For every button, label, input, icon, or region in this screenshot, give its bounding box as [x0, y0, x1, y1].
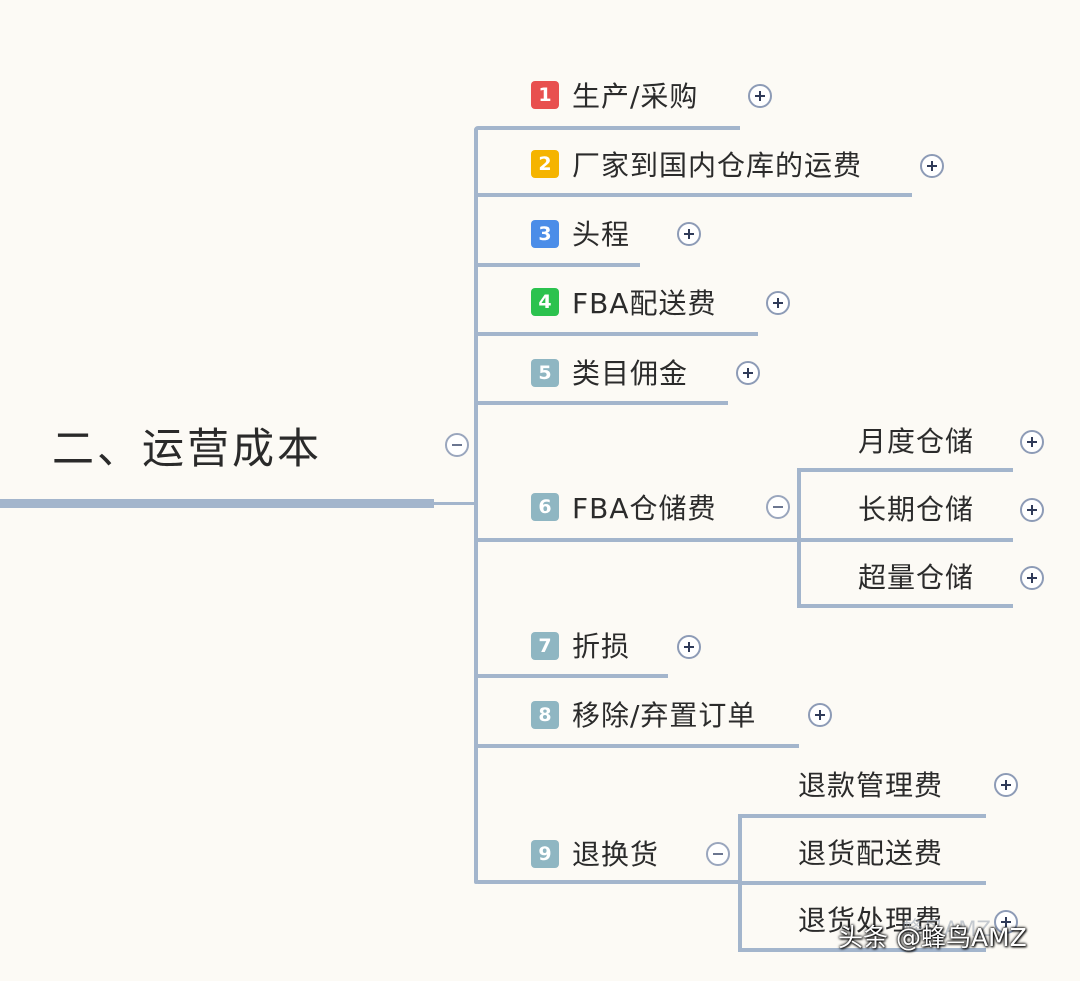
branch-2-underline	[474, 193, 912, 197]
priority-badge-6: 6	[531, 493, 559, 521]
branch-9-child-2-label[interactable]: 退货配送费	[798, 837, 944, 870]
branch-4-expand-icon[interactable]	[766, 291, 790, 315]
branch-5-label[interactable]: 类目佣金	[572, 357, 689, 390]
branch-1-underline	[474, 126, 740, 130]
branch-1-label[interactable]: 生产/采购	[572, 80, 699, 113]
branch-6-underline	[474, 538, 799, 542]
branch-5-underline	[474, 401, 728, 405]
branch-6-child-3-expand-icon[interactable]	[1020, 566, 1044, 590]
priority-badge-1: 1	[531, 81, 559, 109]
branch-6-child-2-underline	[797, 538, 1013, 542]
branch-9-child-3-expand-icon[interactable]	[994, 910, 1018, 934]
branch-7-label[interactable]: 折损	[572, 630, 631, 663]
branch-6-child-2-label[interactable]: 长期仓储	[858, 493, 975, 526]
priority-badge-3: 3	[531, 220, 559, 248]
branch-9-underline	[474, 880, 740, 884]
priority-badge-5: 5	[531, 359, 559, 387]
branch-3-expand-icon[interactable]	[677, 222, 701, 246]
branch-6-child-3-label[interactable]: 超量仓储	[858, 561, 975, 594]
branch-9-child-3-underline	[738, 948, 986, 952]
branch-9-collapse-icon[interactable]	[706, 842, 730, 866]
branch-2-label[interactable]: 厂家到国内仓库的运费	[572, 149, 863, 182]
priority-badge-9: 9	[531, 840, 559, 868]
priority-badge-4: 4	[531, 288, 559, 316]
branch-9-child-1-underline	[738, 814, 986, 818]
branch-1-expand-icon[interactable]	[748, 84, 772, 108]
root-collapse-icon[interactable]	[445, 433, 469, 457]
root-node-label: 二、运营成本	[52, 424, 323, 473]
branch-9-child-1-expand-icon[interactable]	[994, 773, 1018, 797]
branch-4-underline	[474, 332, 758, 336]
root-underline	[0, 499, 434, 508]
branch-6-child-3-underline	[797, 604, 1013, 608]
branch-9-child-3-label[interactable]: 退货处理费	[798, 904, 944, 937]
branch-7-underline	[474, 674, 668, 678]
root-connector	[434, 502, 476, 505]
branch-6-collapse-icon[interactable]	[766, 495, 790, 519]
branch-2-expand-icon[interactable]	[920, 154, 944, 178]
branch-6-child-2-expand-icon[interactable]	[1020, 498, 1044, 522]
branch-8-expand-icon[interactable]	[808, 703, 832, 727]
branch-5-expand-icon[interactable]	[736, 361, 760, 385]
branch-4-label[interactable]: FBA配送费	[572, 287, 717, 320]
branch-6-child-1-expand-icon[interactable]	[1020, 430, 1044, 454]
watermark-ghost: 蜂鸟AMZ	[902, 917, 991, 941]
branch-6-child-1-underline	[797, 468, 1013, 472]
branch-8-label[interactable]: 移除/弃置订单	[572, 699, 757, 732]
main-spine	[474, 128, 478, 884]
branch-6-label[interactable]: FBA仓储费	[572, 492, 717, 525]
branch-9-label[interactable]: 退换货	[572, 838, 660, 871]
priority-badge-7: 7	[531, 632, 559, 660]
priority-badge-8: 8	[531, 701, 559, 729]
branch-3-underline	[474, 263, 640, 267]
branch-7-expand-icon[interactable]	[677, 635, 701, 659]
branch-6-child-1-label[interactable]: 月度仓储	[858, 425, 975, 458]
priority-badge-2: 2	[531, 150, 559, 178]
branch-9-child-2-underline	[738, 881, 986, 885]
branch-9-child-1-label[interactable]: 退款管理费	[798, 769, 944, 802]
branch-3-label[interactable]: 头程	[572, 218, 631, 251]
branch-8-underline	[474, 744, 799, 748]
watermark: 头条 @蜂鸟AMZ	[838, 923, 1027, 952]
